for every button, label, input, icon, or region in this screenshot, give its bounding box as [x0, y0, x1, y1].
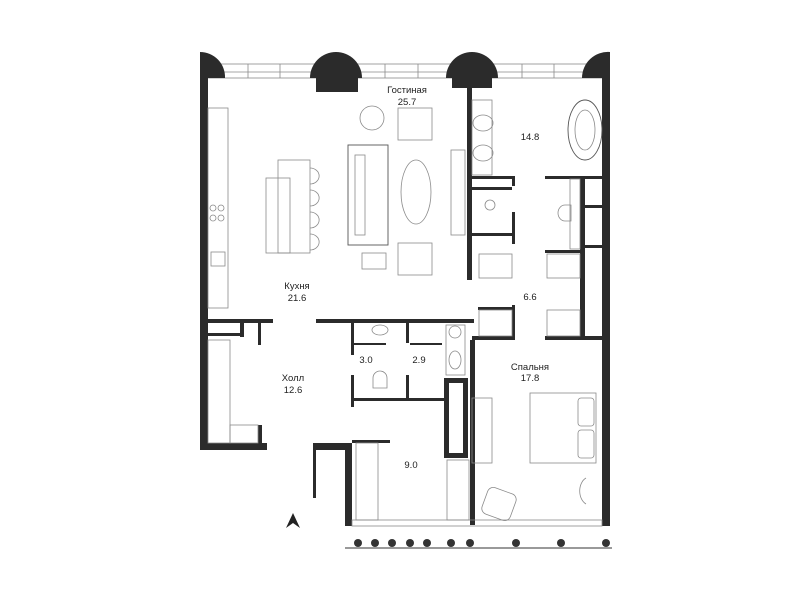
- bed: [529, 392, 597, 464]
- room-name-hall: Холл: [282, 373, 304, 384]
- room-area-bathroom: 14.8: [521, 132, 540, 143]
- sofa: [347, 144, 389, 246]
- room-name-bedroom: Спальня: [511, 362, 549, 373]
- balcony: [345, 519, 612, 549]
- room-area-corridor: 6.6: [523, 292, 536, 303]
- walls: [200, 78, 610, 526]
- room-labels: Гостиная 25.7 14.8 Кухня 21.6 6.6 3.0 2.…: [282, 85, 549, 471]
- room-area-bedroom: 17.8: [521, 373, 540, 384]
- room-area-wc1: 3.0: [359, 355, 372, 366]
- window-band: [207, 63, 603, 79]
- coffee-table: [400, 159, 432, 225]
- room-name-kitchen: Кухня: [284, 281, 309, 292]
- bathtub: [567, 99, 603, 161]
- furniture: [207, 99, 603, 521]
- facade-columns: [200, 51, 610, 92]
- room-area-wc2: 2.9: [412, 355, 425, 366]
- room-name-living: Гостиная: [387, 85, 427, 96]
- north-arrow-icon: [286, 513, 300, 528]
- room-area-wardrobe: 9.0: [404, 460, 417, 471]
- room-area-kitchen: 21.6: [288, 293, 307, 304]
- kitchen-counter: [207, 107, 229, 309]
- room-area-hall: 12.6: [284, 385, 303, 396]
- room-area-living: 25.7: [398, 97, 417, 108]
